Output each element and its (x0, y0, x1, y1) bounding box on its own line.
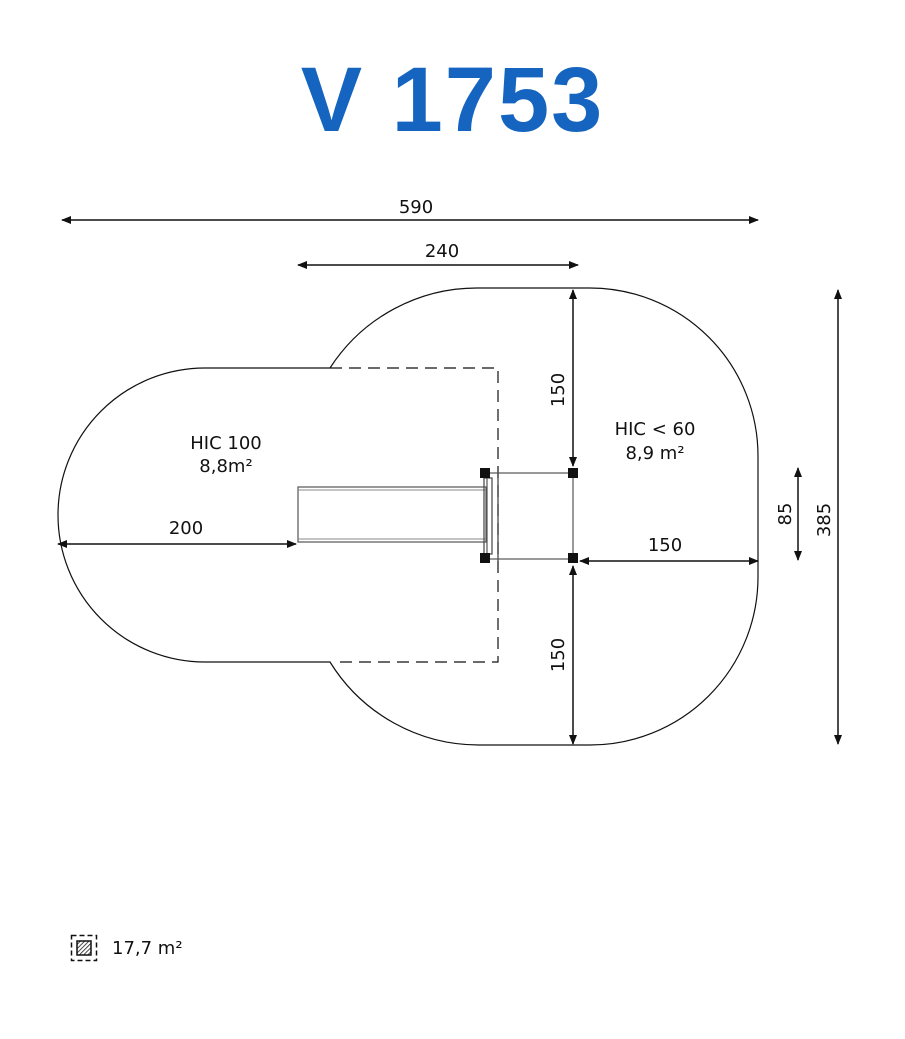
total-area-label: 17,7 m² (112, 937, 183, 959)
dim-590-label: 590 (399, 197, 433, 218)
dim-150-bottom-label: 150 (548, 638, 569, 672)
dim-240-label: 240 (425, 241, 459, 262)
dim-150-top-label: 150 (548, 373, 569, 407)
dashed-slide-zone (330, 367, 499, 663)
area-legend: 17,7 m² (70, 934, 183, 962)
zone-left-area: 8,8m² (199, 456, 252, 477)
zone-right-hic: HIC < 60 (615, 419, 696, 440)
safety-zone-outline (57, 287, 759, 746)
dim-385-label: 385 (814, 503, 835, 537)
slide-equipment (297, 468, 578, 568)
dim-85-label: 85 (775, 503, 796, 526)
product-title: V 1753 (300, 49, 605, 151)
dim-150-right-label: 150 (648, 535, 682, 556)
hatched-area-icon (70, 934, 98, 962)
zone-right-area: 8,9 m² (625, 443, 684, 464)
zone-left-hic: HIC 100 (190, 433, 262, 454)
dim-200-label: 200 (169, 518, 203, 539)
